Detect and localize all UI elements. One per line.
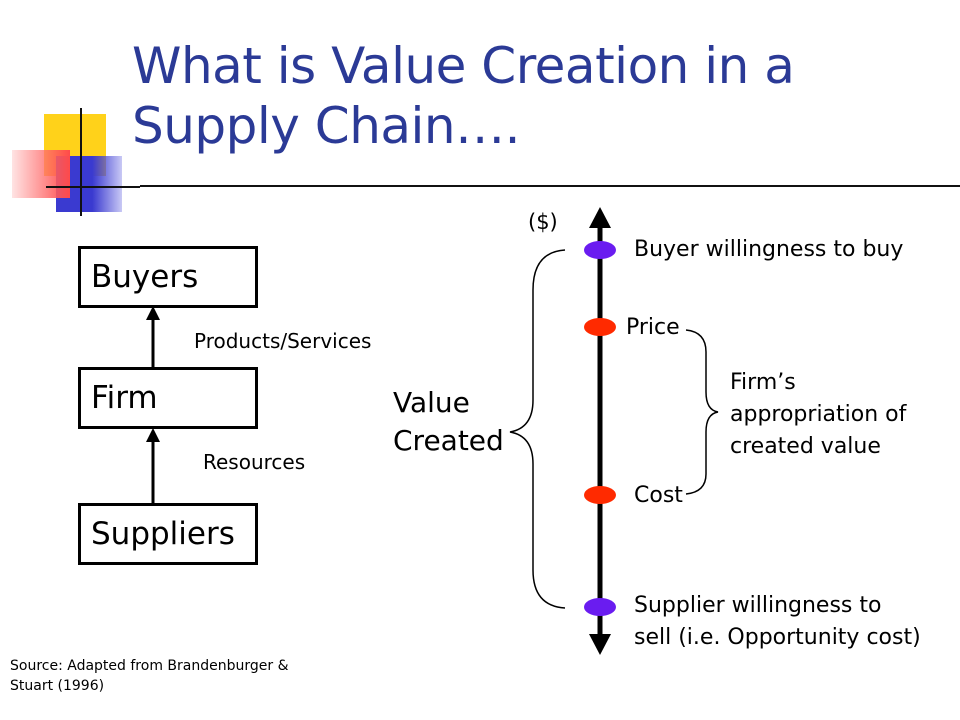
slide-title: What is Value Creation in a Supply Chain… [132,37,795,155]
supplier-wts-label: Supplier willingness to sell (i.e. Oppor… [634,593,921,650]
suppliers-label: Suppliers [91,515,235,552]
suppliers-box: Suppliers [78,503,258,565]
arrowhead-firm-to-buyers [146,306,160,320]
firm-label: Firm [91,379,158,416]
source-note: Source: Adapted from Brandenburger & Stu… [10,658,289,694]
buyer-wtp-dot [584,241,616,259]
corner-decoration [0,100,140,220]
value-created-brace [509,249,566,609]
resources-label: Resources [203,450,306,474]
red-square [12,150,70,198]
dollar-unit-label: ($) [528,210,558,234]
supplier-wts-dot [584,598,616,616]
price-dot [584,318,616,336]
buyers-label: Buyers [91,258,199,295]
price-label: Price [626,315,680,340]
axis-arrow-down [589,634,611,655]
horizontal-rule [46,186,140,188]
title-underline [140,185,960,187]
products-services-label: Products/Services [194,329,372,353]
value-created-label: Value Created [393,386,504,457]
buyer-wtp-label: Buyer willingness to buy [634,237,904,262]
buyers-box: Buyers [78,246,258,308]
cost-dot [584,486,616,504]
firm-appropriation-label: Firm’s appropriation of created value [730,370,907,459]
vertical-rule [80,108,82,216]
firm-box: Firm [78,367,258,429]
axis-arrow-up [589,207,611,228]
firm-appropriation-brace [685,329,719,495]
cost-label: Cost [634,483,683,508]
arrowhead-suppliers-to-firm [146,428,160,442]
